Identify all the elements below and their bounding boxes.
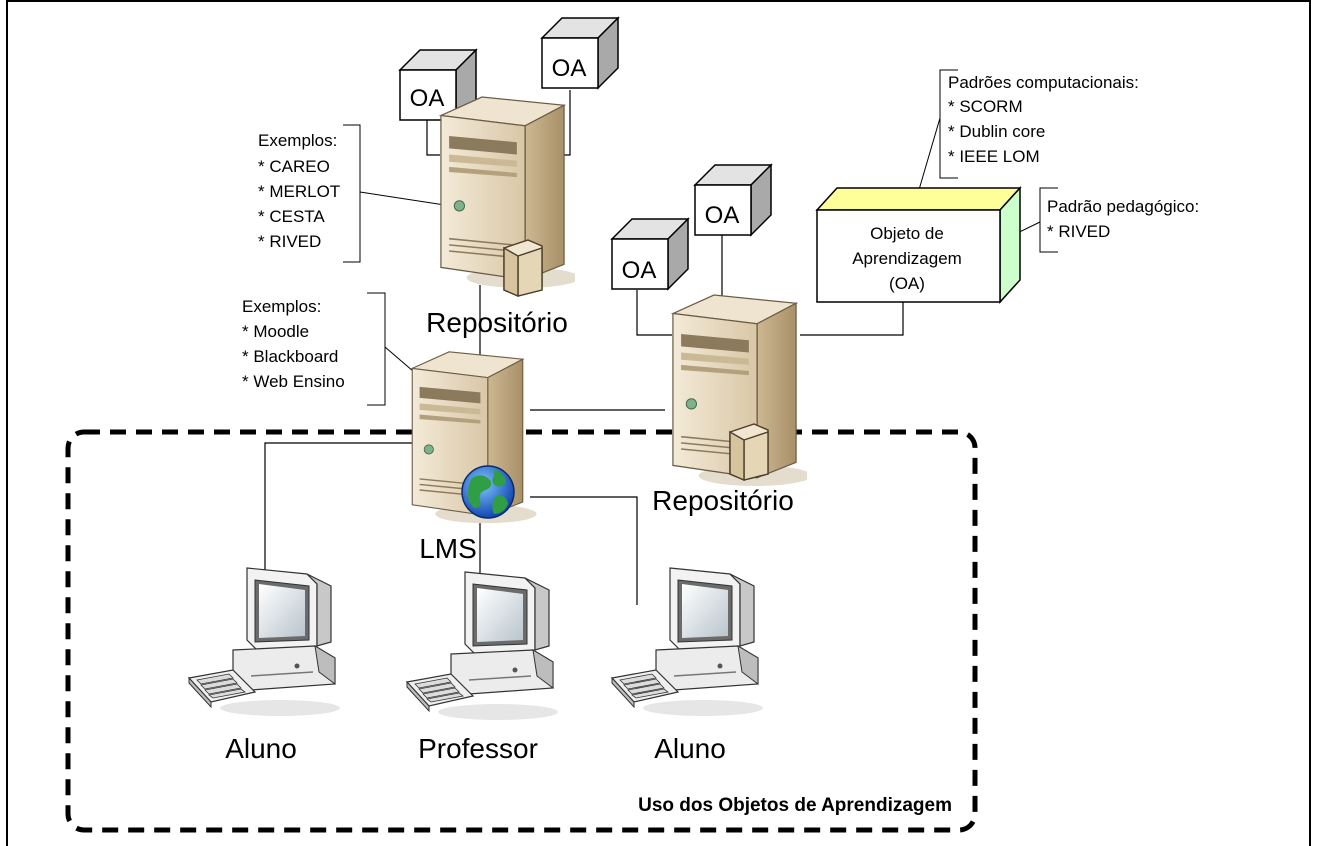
connector-lo-repo-right: [800, 300, 904, 336]
learning-object-line-2: Aprendizagem: [852, 249, 962, 268]
connector-oa3-repo-right: [636, 290, 672, 336]
repository-left-label: Repositório: [426, 307, 568, 338]
repository-example-item: * CESTA: [258, 207, 325, 226]
connection-lines: [264, 90, 904, 605]
repository-right-folder-icon: [729, 423, 769, 481]
oa-label-4: OA: [705, 202, 740, 229]
lms-examples-note: Exemplos: * Moodle * Blackboard * Web En…: [242, 297, 345, 391]
repository-examples-title: Exemplos:: [258, 131, 337, 150]
lms-example-item: * Web Ensino: [242, 372, 345, 391]
lms-example-item: * Blackboard: [242, 347, 338, 366]
computer-aluno-left-icon: [188, 567, 341, 717]
repository-example-item: * RIVED: [258, 232, 321, 251]
repository-example-item: * CAREO: [258, 157, 330, 176]
oa-label-1: OA: [410, 85, 445, 112]
learning-object-line-3: (OA): [889, 274, 925, 293]
computer-professor-label: Professor: [418, 733, 538, 764]
repository-examples-note: Exemplos: * CAREO * MERLOT * CESTA * RIV…: [258, 131, 340, 251]
oa-label-3: OA: [622, 257, 657, 284]
connector-lms-aluno-right: [530, 496, 638, 605]
computational-standards-note: Padrões computacionais: * SCORM * Dublin…: [948, 73, 1139, 166]
repository-left-folder-icon: [503, 239, 543, 297]
learning-object-front-face: [816, 209, 1001, 303]
bracket-pedagogical-standard: [1039, 187, 1058, 253]
bracket-lms-examples: [367, 292, 386, 406]
usage-area-border: [65, 429, 978, 833]
pedagogical-standard-item: * RIVED: [1047, 222, 1110, 241]
computational-standards-title: Padrões computacionais:: [948, 73, 1139, 92]
oa-label-2: OA: [552, 55, 587, 82]
bracket-repo-examples: [343, 124, 361, 263]
lms-example-item: * Moodle: [242, 322, 309, 341]
computer-aluno-right-label: Aluno: [654, 733, 726, 764]
computational-standard-item: * IEEE LOM: [948, 147, 1040, 166]
learning-object-top-face: [815, 187, 1022, 211]
pedagogical-standard-note: Padrão pedagógico: * RIVED: [1047, 197, 1199, 241]
pedagogical-standard-title: Padrão pedagógico:: [1047, 197, 1199, 216]
lms-examples-title: Exemplos:: [242, 297, 321, 316]
learning-object-box: Objeto de Aprendizagem (OA): [815, 186, 1022, 304]
computational-standard-item: * Dublin core: [948, 122, 1045, 141]
connector-oa1-repo-left: [426, 120, 440, 156]
connector-lms-aluno-left: [264, 442, 432, 575]
repository-right-label: Repositório: [652, 485, 794, 516]
bracket-computational-standards: [939, 69, 958, 179]
globe-icon: [461, 465, 515, 519]
computer-aluno-right-icon: [611, 567, 764, 717]
computer-aluno-left-label: Aluno: [225, 733, 297, 764]
lms-label: LMS: [419, 533, 477, 564]
learning-object-line-1: Objeto de: [870, 224, 944, 243]
computer-professor-icon: [406, 571, 559, 721]
computational-standard-item: * SCORM: [948, 97, 1023, 116]
leader-computational-standards: [915, 117, 941, 201]
repository-example-item: * MERLOT: [258, 182, 340, 201]
usage-area-label: Uso dos Objetos de Aprendizagem: [638, 795, 952, 816]
